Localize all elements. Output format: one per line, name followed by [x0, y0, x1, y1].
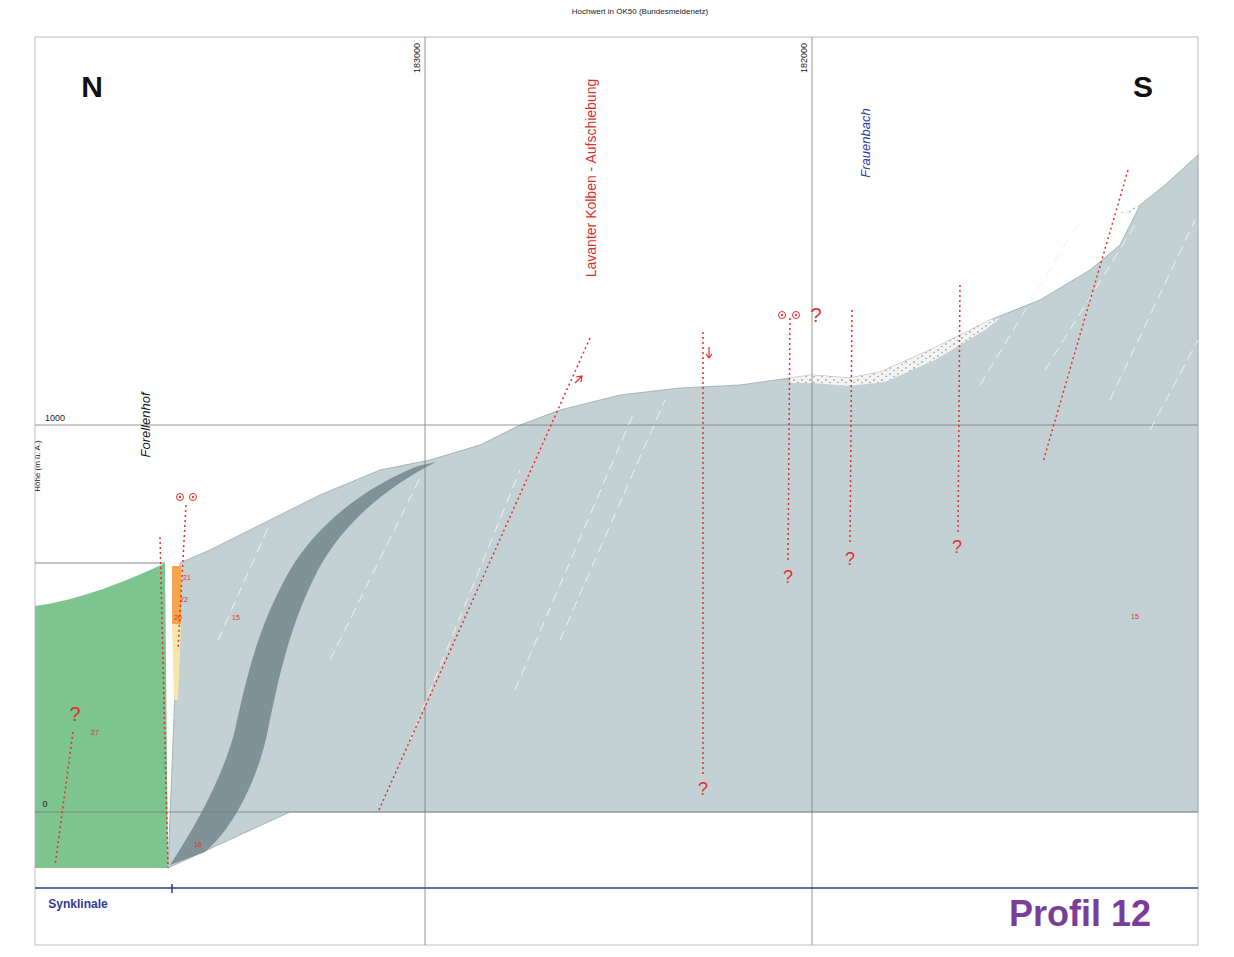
unit-number: 20: [174, 614, 182, 622]
thrust-fault: [378, 338, 590, 812]
green-unit: [35, 563, 168, 868]
uncertainty-mark: ?: [952, 538, 962, 558]
gravel-cover: [1120, 205, 1140, 214]
movement-symbol: [781, 314, 783, 316]
fault-line: [788, 318, 790, 560]
bedding-line: [330, 478, 420, 660]
place-name: Forellenhof: [139, 392, 153, 457]
unit-number: 16: [194, 841, 202, 849]
unit-number: 15: [232, 614, 240, 622]
fault-line: [1043, 170, 1128, 462]
compass-label: S: [1133, 70, 1153, 103]
easting-label: 183000: [413, 43, 423, 73]
title-label: Hochwert in ÖK50 (Bundesmeldenetz): [572, 8, 709, 17]
elevation-label: 0: [42, 800, 47, 810]
axis-title: Höhe (m ü. A.): [34, 440, 43, 492]
thrust-arrow: [575, 376, 582, 383]
pale-strip: [172, 624, 181, 700]
movement-symbol: [779, 312, 786, 319]
fault-line: [55, 732, 73, 866]
movement-symbol: [190, 494, 197, 501]
movement-symbol: [793, 312, 800, 319]
bedding-line: [1045, 225, 1135, 370]
syncline-axis: [35, 887, 1198, 889]
frame: [35, 37, 1198, 945]
terrain-line: [35, 563, 165, 564]
movement-symbols: [177, 312, 800, 501]
bedding-line: [410, 470, 520, 740]
movement-symbol: [177, 494, 184, 501]
bedding-line: [980, 220, 1080, 385]
uncertainty-mark: ?: [69, 703, 80, 725]
gravel-cover: [790, 318, 1000, 386]
grid-line: [425, 37, 426, 945]
uncertainty-mark: ?: [845, 550, 855, 570]
dark-band: [170, 462, 436, 865]
syncline-tick: [171, 884, 173, 893]
bedding-line: [560, 400, 665, 640]
movement-symbol: [795, 314, 797, 316]
fault-line: [850, 310, 852, 545]
fault-name: Lavanter Kolben - Aufschiebung: [584, 79, 599, 277]
uncertainty-mark: ?: [698, 780, 708, 800]
movement-symbol: [192, 496, 194, 498]
bedding-line: [515, 410, 635, 690]
fault-line: [958, 285, 960, 535]
profile-title: Profil 12: [1009, 894, 1151, 934]
movement-symbol: [179, 496, 181, 498]
bedding-line: [1150, 340, 1198, 430]
fault-line: [702, 332, 704, 776]
fold-name: Synklinale: [48, 898, 107, 911]
easting-label: 182000: [800, 43, 810, 73]
grid-line: [812, 37, 813, 945]
compass-label: N: [81, 70, 103, 103]
grid-line: [35, 812, 1198, 813]
uncertainty-mark: ?: [810, 304, 821, 326]
grid-line: [35, 425, 1198, 426]
unit-number: 15: [1131, 613, 1139, 621]
elevation-label: 1000: [45, 414, 65, 424]
bedding-line: [1110, 220, 1195, 400]
grey-unit: [168, 155, 1198, 868]
movement-arrow: [706, 347, 712, 358]
unit-number: 21: [183, 574, 191, 582]
unit-number: 22: [180, 596, 188, 604]
uncertainty-mark: ?: [783, 568, 793, 588]
unit-number: 27: [91, 729, 99, 737]
fault-line: [160, 537, 168, 868]
stream-name: Frauenbach: [859, 108, 873, 177]
bedding-line: [218, 528, 268, 640]
orange-strip: [172, 566, 181, 624]
bedding-traces: [218, 220, 1198, 740]
grid: [35, 37, 1198, 945]
